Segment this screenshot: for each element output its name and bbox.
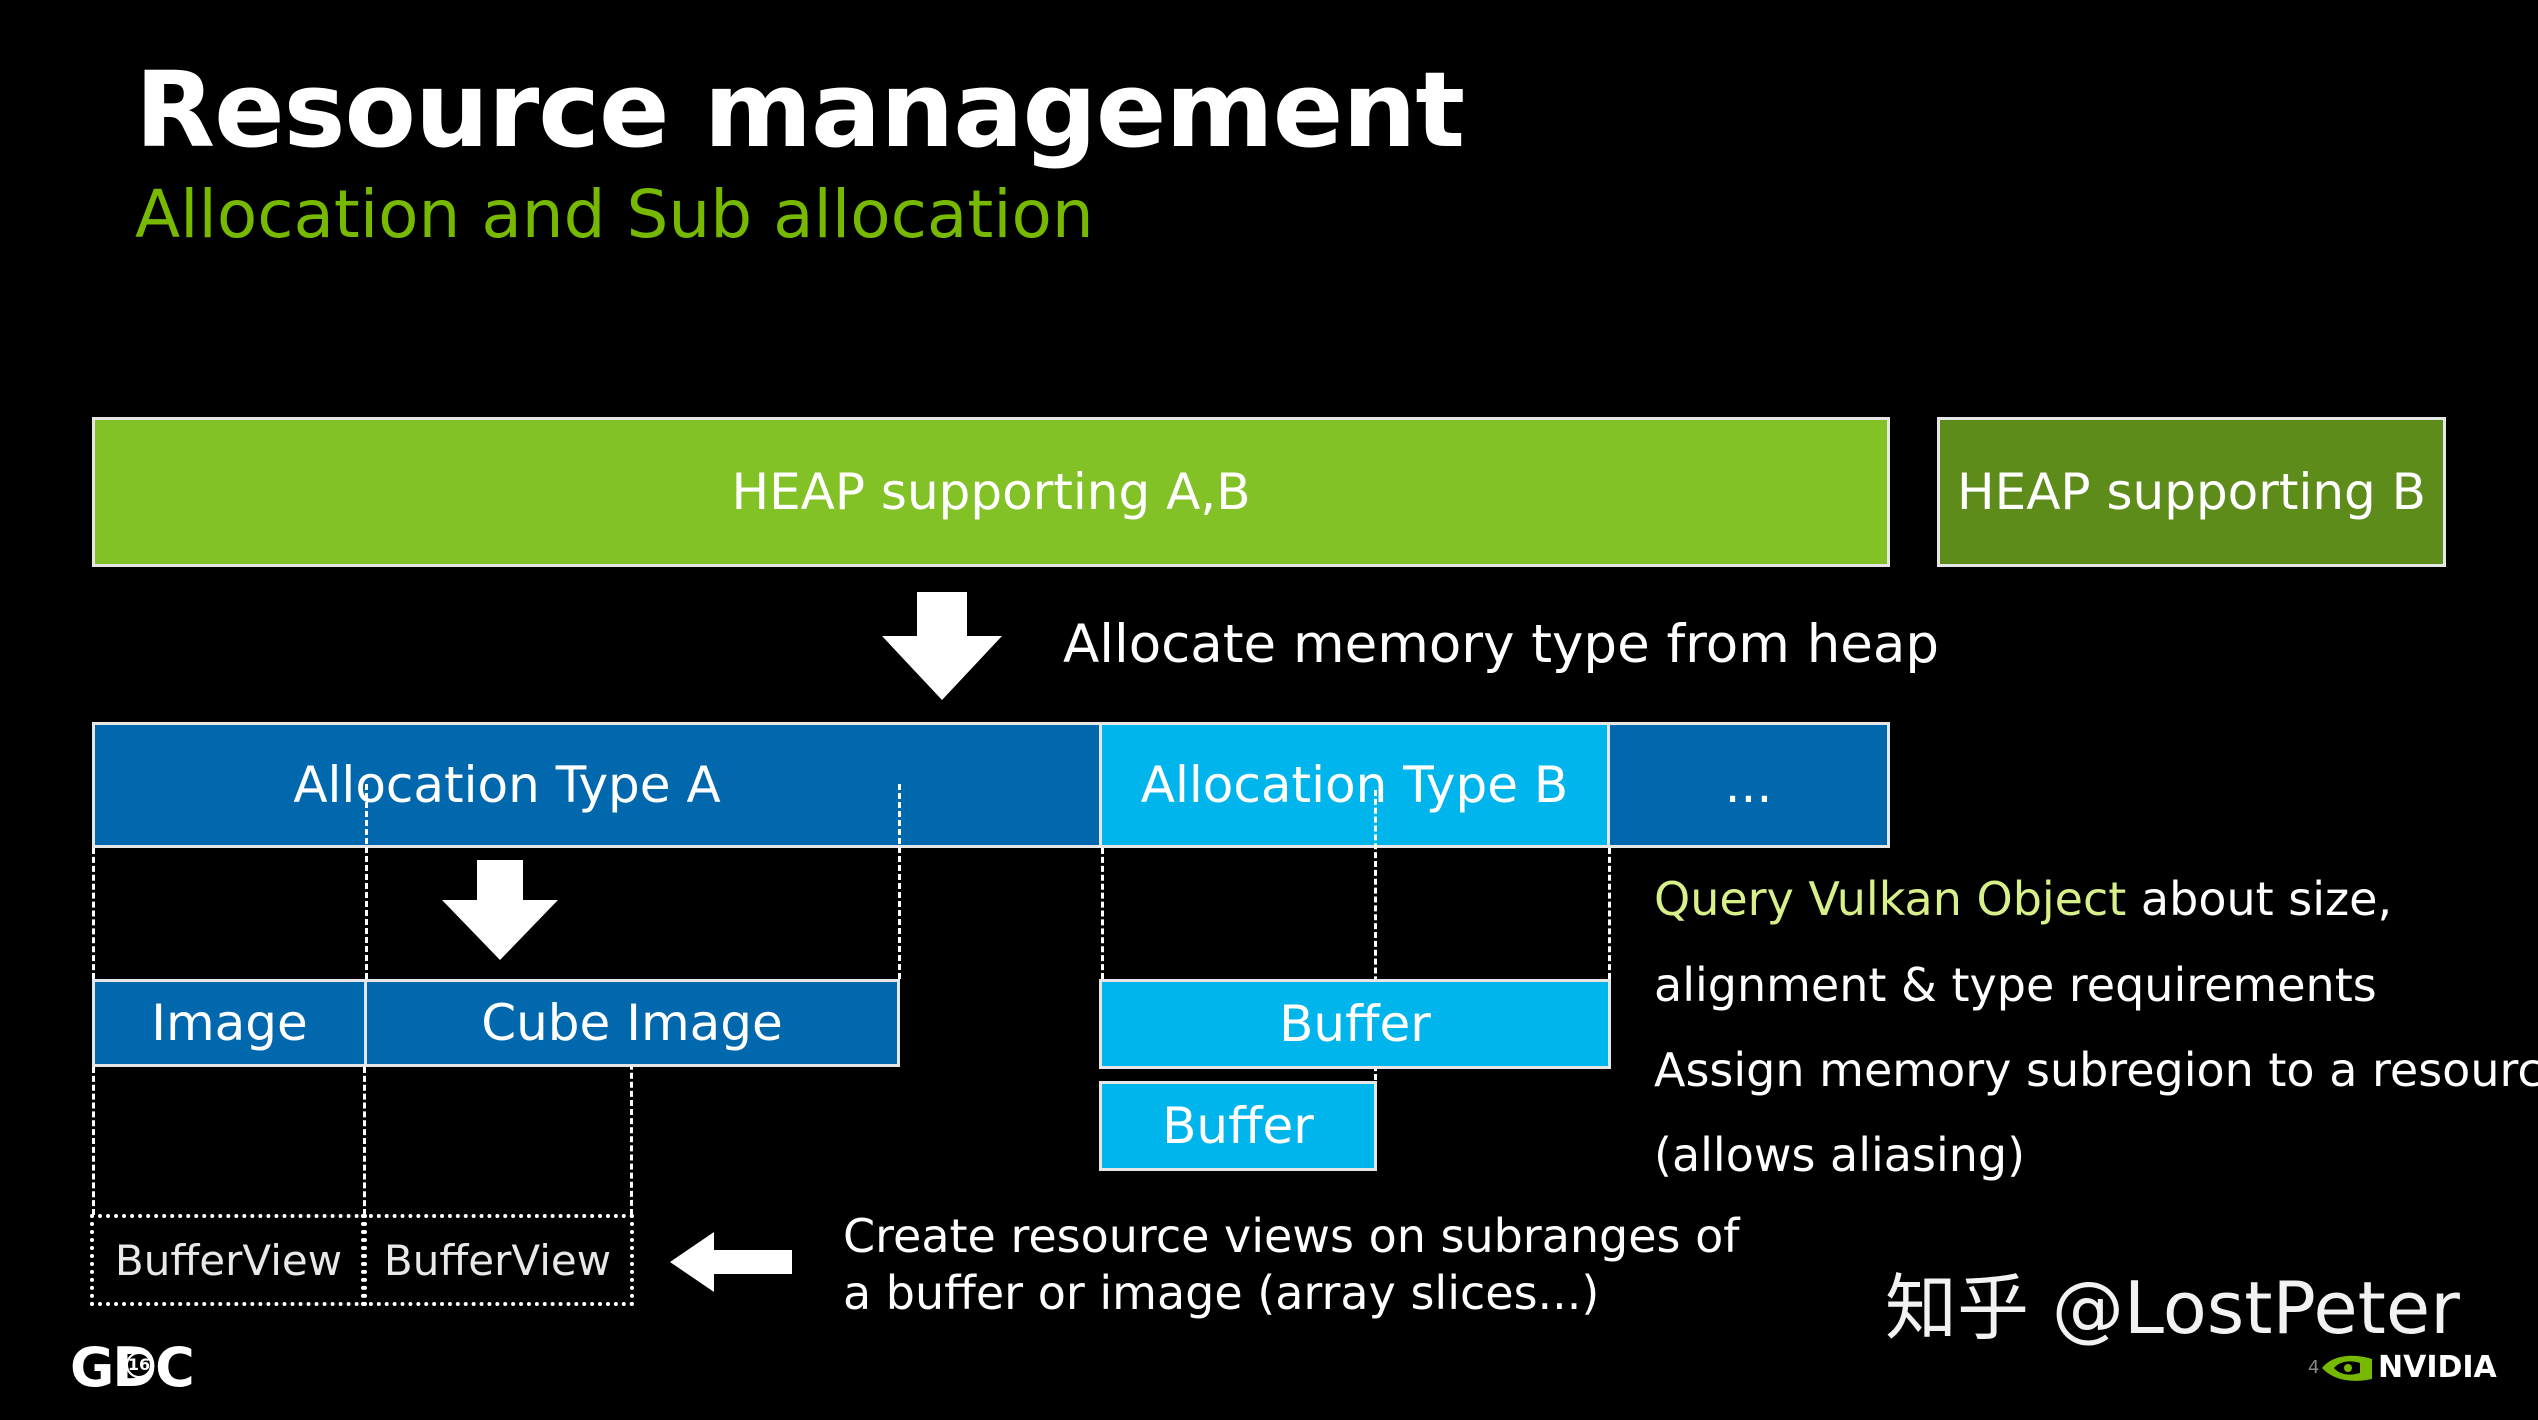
heap-b-box: HEAP supporting B — [1937, 417, 2446, 567]
allocation-type-b-box: Allocation Type B — [1099, 722, 1610, 848]
views-caption-line1: Create resource views on subranges of — [843, 1209, 1740, 1263]
allocation-more-label: ... — [1724, 756, 1773, 814]
gdc-logo: GDC 16 — [70, 1340, 195, 1396]
image-box: Image — [92, 979, 367, 1067]
guide-line — [365, 784, 368, 979]
guide-line — [1608, 848, 1611, 979]
down-arrow-icon — [882, 592, 1002, 700]
buffer-view-box: BufferView — [361, 1214, 634, 1306]
buffer-view-box: BufferView — [90, 1214, 367, 1306]
gdc-year-badge: 16 — [126, 1352, 152, 1378]
nvidia-eye-icon — [2322, 1355, 2372, 1381]
query-highlight: Query Vulkan Object — [1654, 872, 2127, 926]
guide-line — [92, 848, 95, 979]
cube-image-label: Cube Image — [481, 994, 783, 1052]
buffer-box: Buffer — [1099, 979, 1611, 1069]
guide-line — [92, 1067, 95, 1215]
query-rest: about size, — [2126, 872, 2393, 926]
slide-subtitle: Allocation and Sub allocation — [135, 176, 1094, 253]
allocation-type-a-box: Allocation Type A — [92, 722, 1102, 848]
views-caption-line2: a buffer or image (array slices...) — [843, 1266, 1600, 1320]
page-number: 4 — [2308, 1357, 2320, 1378]
guide-line — [363, 1067, 366, 1215]
guide-line — [630, 1000, 633, 1215]
heap-ab-box: HEAP supporting A,B — [92, 417, 1890, 567]
guide-line — [1374, 790, 1377, 1080]
buffer-view-label: BufferView — [383, 1235, 612, 1285]
requirements-note: alignment & type requirements — [1654, 958, 2377, 1012]
allocation-type-b-label: Allocation Type B — [1140, 756, 1569, 814]
buffer-label: Buffer — [1162, 1097, 1314, 1155]
image-label: Image — [151, 994, 308, 1052]
nvidia-logo: NVIDIA — [2320, 1350, 2497, 1385]
down-arrow-icon — [442, 860, 558, 960]
watermark: 知乎 @LostPeter — [1885, 1266, 2460, 1350]
heap-ab-label: HEAP supporting A,B — [731, 463, 1251, 521]
cube-image-box: Cube Image — [364, 979, 900, 1067]
left-arrow-icon — [670, 1232, 792, 1292]
allocate-caption: Allocate memory type from heap — [1063, 614, 1940, 675]
guide-line — [1101, 848, 1104, 979]
nvidia-logo-text: NVIDIA — [2378, 1350, 2497, 1385]
guide-line — [898, 784, 901, 979]
assign-note: Assign memory subregion to a resource — [1654, 1043, 2538, 1097]
heap-b-label: HEAP supporting B — [1957, 463, 2426, 521]
query-note: Query Vulkan Object about size, — [1654, 876, 2392, 922]
allocation-more-box: ... — [1607, 722, 1890, 848]
allocation-type-a-label: Allocation Type A — [293, 756, 721, 814]
buffer-view-label: BufferView — [114, 1235, 343, 1285]
buffer-box: Buffer — [1099, 1081, 1377, 1171]
buffer-label: Buffer — [1279, 995, 1431, 1053]
aliasing-note: (allows aliasing) — [1654, 1128, 2026, 1182]
slide-title: Resource management — [135, 49, 1465, 171]
